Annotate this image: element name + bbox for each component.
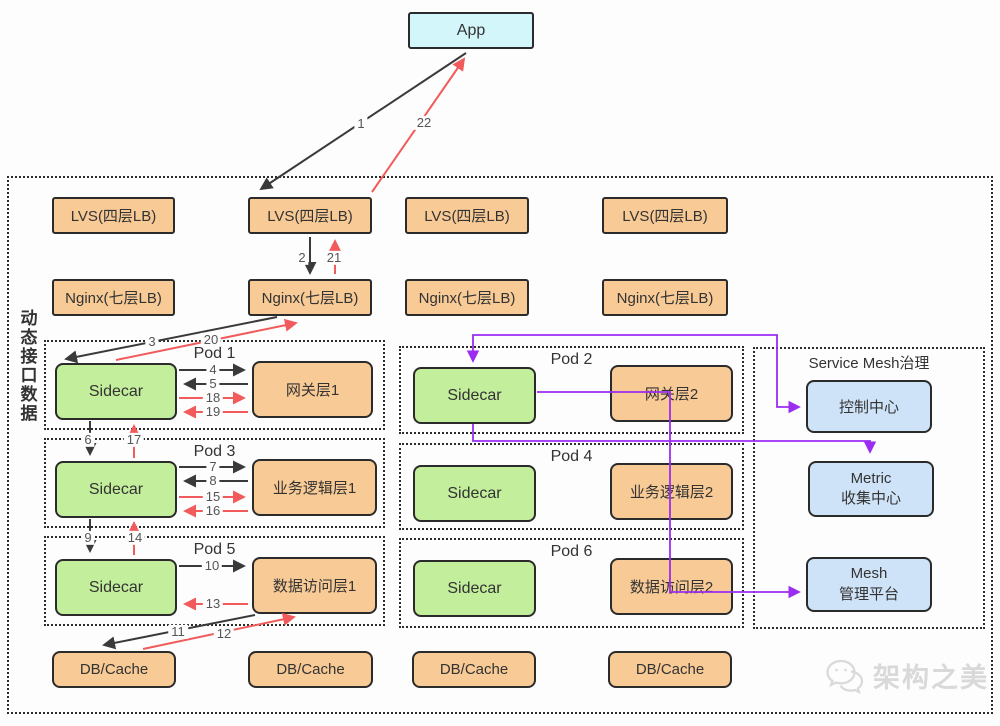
sidecar-label: Sidecar: [88, 382, 144, 400]
nginx-node-2: Nginx(七层LB): [248, 279, 372, 316]
pod-6-service: 数据访问层2: [610, 558, 733, 615]
pod-1: Pod 1 Sidecar 网关层1: [44, 340, 385, 430]
lvs-label: LVS(四层LB): [267, 208, 353, 225]
service-label: 网关层2: [644, 386, 699, 403]
db-cache-node-1: DB/Cache: [52, 651, 176, 688]
lvs-node-3: LVS(四层LB): [405, 197, 529, 234]
flow-label-10: 10: [201, 558, 223, 574]
service-label: 业务逻辑层1: [272, 480, 357, 497]
lvs-node-4: LVS(四层LB): [602, 197, 728, 234]
nginx-label: Nginx(七层LB): [418, 290, 516, 307]
pod-1-service: 网关层1: [252, 361, 373, 418]
nginx-label: Nginx(七层LB): [261, 290, 359, 307]
lvs-node-1: LVS(四层LB): [52, 197, 175, 234]
flow-label-2: 2: [295, 250, 309, 266]
flow-label-1: 1: [354, 116, 368, 132]
db-cache-label: DB/Cache: [79, 661, 149, 678]
control-center-label: 控制中心: [838, 399, 899, 416]
pod-2-service: 网关层2: [610, 365, 733, 422]
sidecar-label: Sidecar: [447, 386, 502, 404]
sidecar-label: Sidecar: [447, 484, 502, 502]
db-cache-label: DB/Cache: [276, 661, 345, 678]
pod-4-sidecar: Sidecar: [413, 465, 536, 522]
nginx-label: Nginx(七层LB): [616, 290, 714, 307]
flow-label-22: 22: [413, 115, 435, 131]
flow-label-3: 3: [145, 334, 159, 350]
pod-2-title: Pod 2: [550, 351, 593, 368]
db-cache-node-4: DB/Cache: [608, 651, 732, 688]
sidecar-label: Sidecar: [88, 480, 144, 498]
watermark: 架构之美: [824, 656, 989, 695]
flow-label-21: 21: [323, 250, 345, 266]
db-cache-node-2: DB/Cache: [248, 651, 373, 688]
lvs-label: LVS(四层LB): [70, 208, 157, 225]
app-label: App: [456, 21, 486, 39]
wechat-icon: [824, 657, 866, 695]
nginx-node-3: Nginx(七层LB): [405, 279, 529, 316]
dynamic-interface-data-note: 动态接口数据: [17, 309, 37, 423]
pod-6-sidecar: Sidecar: [413, 560, 536, 617]
service-mesh-panel-title: Service Mesh治理: [808, 355, 930, 372]
pod-4: Pod 4 Sidecar 业务逻辑层2: [399, 443, 744, 530]
watermark-text: 架构之美: [873, 663, 989, 693]
pod-1-sidecar: Sidecar: [55, 363, 177, 420]
flow-label-11: 11: [168, 624, 188, 640]
nginx-node-1: Nginx(七层LB): [52, 279, 175, 316]
pod-4-service: 业务逻辑层2: [610, 463, 733, 520]
db-cache-label: DB/Cache: [635, 661, 705, 678]
service-label: 数据访问层2: [629, 579, 714, 596]
pod-2: Pod 2 Sidecar 网关层2: [399, 346, 744, 434]
flow-label-6: 6: [81, 432, 95, 448]
sidecar-label: Sidecar: [88, 578, 144, 596]
pod-3-title: Pod 3: [193, 443, 236, 460]
lvs-label: LVS(四层LB): [424, 208, 510, 225]
db-cache-node-3: DB/Cache: [412, 651, 536, 688]
flow-label-19: 19: [202, 404, 224, 420]
pod-2-sidecar: Sidecar: [413, 367, 536, 424]
pod-4-title: Pod 4: [550, 448, 593, 465]
app-node: App: [408, 12, 534, 49]
pod-5-service: 数据访问层1: [252, 557, 377, 614]
pod-6: Pod 6 Sidecar 数据访问层2: [399, 538, 744, 628]
flow-label-12: 12: [213, 626, 235, 642]
pod-6-title: Pod 6: [550, 543, 593, 560]
pod-5-title: Pod 5: [193, 541, 236, 558]
flow-label-8: 8: [206, 473, 220, 489]
service-label: 业务逻辑层2: [629, 484, 714, 501]
pod-5: Pod 5 Sidecar 数据访问层1: [44, 536, 385, 626]
lvs-label: LVS(四层LB): [622, 208, 708, 225]
pod-3: Pod 3 Sidecar 业务逻辑层1: [44, 438, 385, 528]
flow-label-17: 17: [123, 432, 145, 448]
service-label: 网关层1: [285, 382, 340, 399]
pod-5-sidecar: Sidecar: [55, 559, 177, 616]
flow-label-20: 20: [200, 332, 222, 348]
nginx-node-4: Nginx(七层LB): [602, 279, 728, 316]
db-cache-label: DB/Cache: [439, 661, 509, 678]
pod-1-title: Pod 1: [193, 345, 236, 362]
cluster-boundary: [7, 176, 993, 714]
nginx-label: Nginx(七层LB): [65, 290, 162, 307]
control-center-node: 控制中心: [806, 380, 932, 433]
pod-3-service: 业务逻辑层1: [252, 459, 377, 516]
pod-3-sidecar: Sidecar: [55, 461, 177, 518]
flow-label-14: 14: [124, 530, 146, 546]
flow-label-9: 9: [81, 530, 95, 546]
sidecar-label: Sidecar: [447, 579, 502, 597]
flow-label-13: 13: [202, 596, 224, 612]
flow-label-16: 16: [202, 503, 224, 519]
service-label: 数据访问层1: [272, 578, 357, 595]
lvs-node-2: LVS(四层LB): [248, 197, 372, 234]
